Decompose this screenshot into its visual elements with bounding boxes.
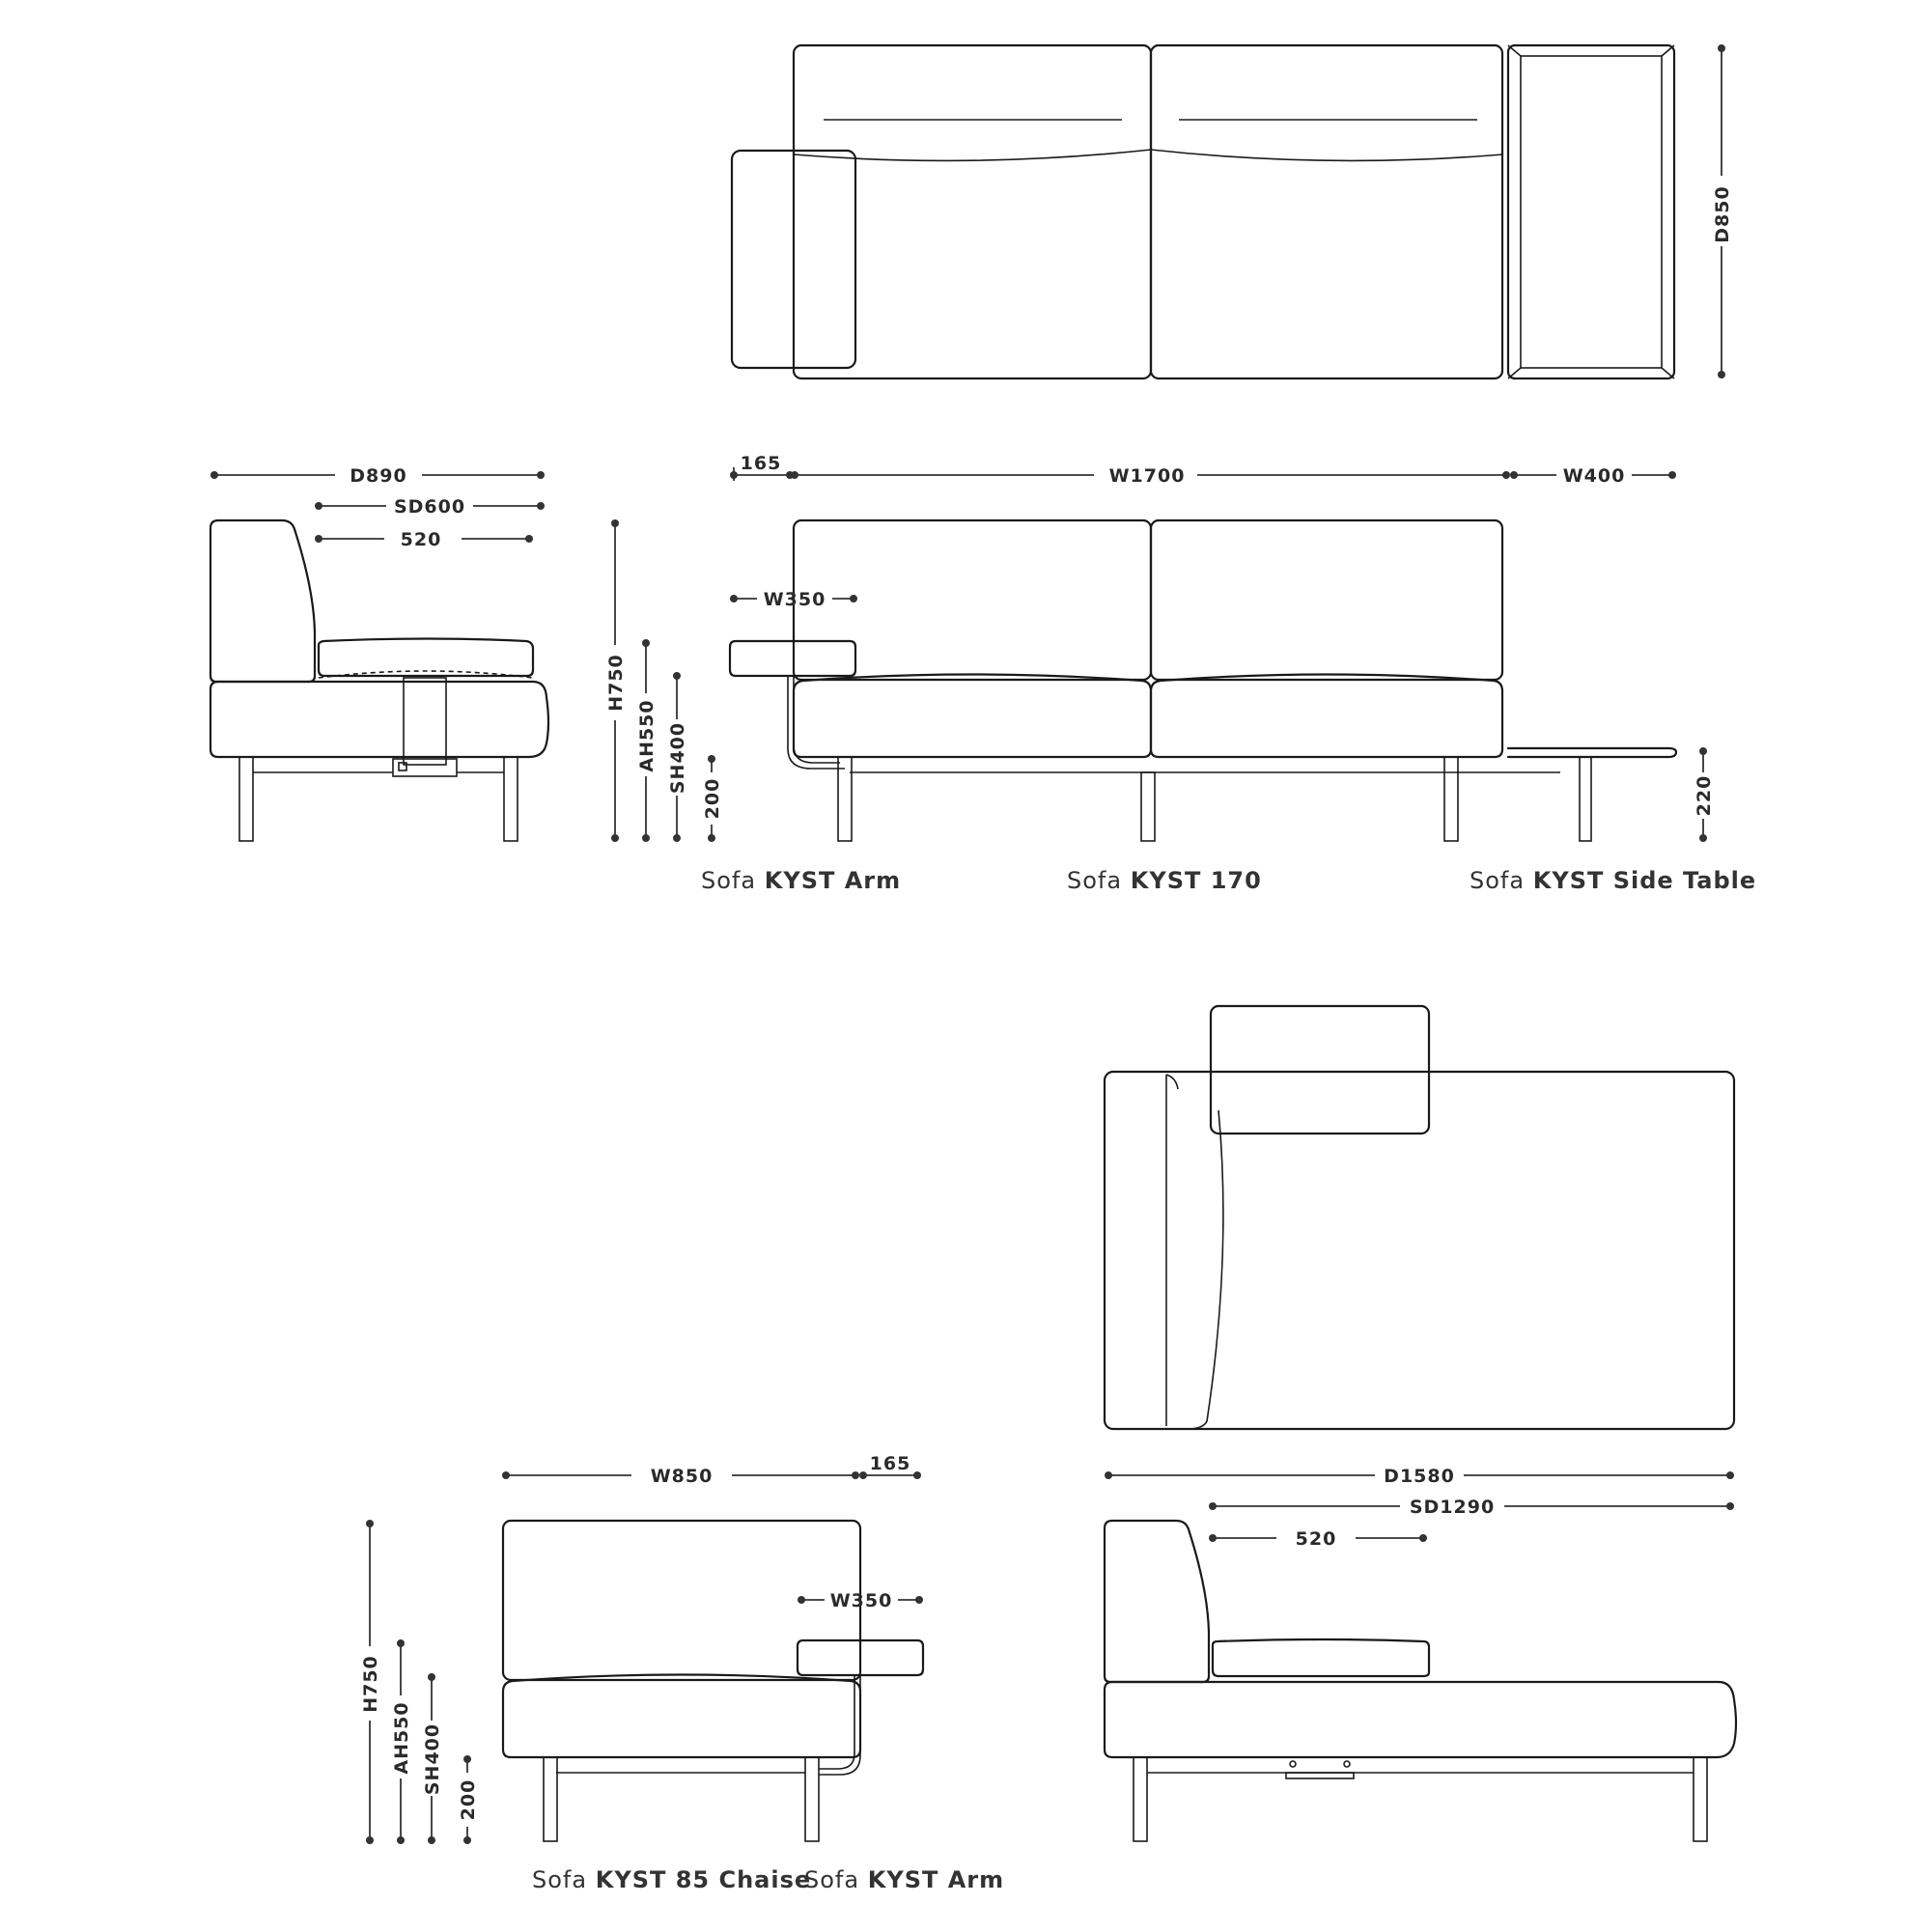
- dim-w350-bottom-label: W350: [830, 1590, 893, 1611]
- dim-d890-label: D890: [350, 465, 406, 487]
- dim-520-bottom: 520: [1209, 1528, 1427, 1550]
- caption-kyst-arm-top: Sofa KYST Arm: [701, 867, 901, 894]
- dim-520-top-label: 520: [401, 529, 442, 550]
- caption-kyst-170-prefix: Sofa: [1067, 867, 1122, 894]
- dim-w350-top: W350: [730, 589, 857, 610]
- dim-w1700: W1700: [791, 465, 1510, 487]
- caption-kyst-85-chaise-name: KYST 85 Chaise: [596, 1866, 811, 1893]
- dim-w850-label: W850: [651, 1466, 714, 1487]
- dim-220: 220: [1694, 747, 1715, 842]
- dim-165-bottom-label: 165: [870, 1453, 911, 1474]
- caption-kyst-side-table: Sofa KYST Side Table: [1470, 867, 1756, 894]
- caption-kyst-arm-bottom: Sofa KYST Arm: [804, 1866, 1004, 1893]
- dim-sd1290: SD1290: [1209, 1497, 1734, 1518]
- chaise-plan-view: [1103, 1004, 1736, 1431]
- dim-h750-bottom-label: H750: [360, 1655, 381, 1713]
- caption-kyst-170: Sofa KYST 170: [1067, 867, 1262, 894]
- dim-220-label: 220: [1694, 775, 1715, 817]
- dim-ah550-bottom-label: AH550: [391, 1701, 412, 1774]
- dim-165-top-label: 165: [741, 453, 782, 474]
- dim-sh400-top: SH400: [667, 672, 688, 842]
- caption-kyst-arm-top-name: KYST Arm: [765, 867, 901, 894]
- dim-w400-label: W400: [1563, 465, 1626, 487]
- dim-520-bottom-label: 520: [1296, 1528, 1337, 1550]
- caption-kyst-arm-top-prefix: Sofa: [701, 867, 756, 894]
- dim-200-top: 200: [702, 755, 723, 842]
- dim-w1700-label: W1700: [1109, 465, 1186, 487]
- dim-d850-label: D850: [1712, 185, 1733, 242]
- chaise-side-view: [1103, 1519, 1738, 1842]
- dim-sd600-label: SD600: [394, 496, 465, 518]
- caption-kyst-side-table-name: KYST Side Table: [1533, 867, 1756, 894]
- dim-d850: D850: [1712, 44, 1733, 378]
- sofa-170-plan-view: [730, 43, 1676, 380]
- dim-sd1290-label: SD1290: [1410, 1497, 1495, 1518]
- dim-ah550-top-label: AH550: [636, 699, 658, 771]
- dim-sh400-top-label: SH400: [667, 722, 688, 794]
- caption-kyst-side-table-prefix: Sofa: [1470, 867, 1525, 894]
- dim-sd600: SD600: [315, 496, 545, 518]
- caption-kyst-arm-bottom-prefix: Sofa: [804, 1866, 859, 1893]
- dim-w850: W850: [502, 1466, 859, 1487]
- dim-d890: D890: [210, 465, 545, 487]
- dim-165-top: 165: [730, 453, 794, 481]
- dim-w400: W400: [1510, 465, 1676, 487]
- caption-kyst-85-chaise: Sofa KYST 85 Chaise: [532, 1866, 811, 1893]
- dim-h750-top-label: H750: [605, 654, 627, 712]
- dim-w350-bottom: W350: [798, 1590, 923, 1611]
- caption-kyst-85-chaise-prefix: Sofa: [532, 1866, 587, 1893]
- dim-d1580: D1580: [1105, 1466, 1734, 1487]
- dim-h750-top: H750: [605, 519, 627, 842]
- dim-ah550-top: AH550: [636, 639, 658, 842]
- dim-200-bottom-label: 200: [458, 1779, 479, 1821]
- caption-kyst-170-name: KYST 170: [1131, 867, 1262, 894]
- dim-165-bottom: 165: [859, 1453, 921, 1479]
- dim-sh400-bottom-label: SH400: [422, 1723, 443, 1795]
- arm-side-view: [209, 518, 550, 842]
- chaise-85-front-view: [501, 1519, 925, 1842]
- dim-520-top: 520: [315, 529, 533, 550]
- dim-200-bottom: 200: [458, 1755, 479, 1844]
- caption-kyst-arm-bottom-name: KYST Arm: [868, 1866, 1004, 1893]
- dim-h750-bottom: H750: [360, 1520, 381, 1844]
- dim-d1580-label: D1580: [1384, 1466, 1455, 1487]
- dim-200-top-label: 200: [702, 778, 723, 820]
- dim-sh400-bottom: SH400: [422, 1673, 443, 1844]
- dim-ah550-bottom: AH550: [391, 1639, 412, 1844]
- sofa-170-front-view: [728, 518, 1678, 842]
- dim-w350-top-label: W350: [764, 589, 826, 610]
